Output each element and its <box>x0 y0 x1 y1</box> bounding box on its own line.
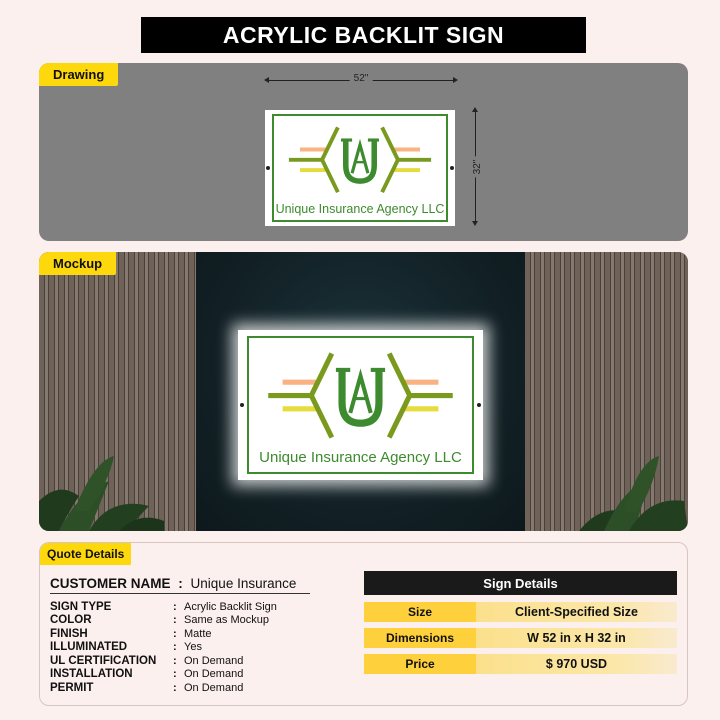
spec-key: ILLUMINATED <box>50 641 128 654</box>
spec-value: On Demand <box>184 654 244 667</box>
wood-slat-wall-right <box>525 252 688 531</box>
spec-row-permit: PERMIT : On Demand <box>50 681 277 695</box>
colon: : <box>173 614 177 627</box>
drawing-panel: Drawing 52" 32" Unique Insurance Agency … <box>39 63 688 241</box>
spec-row-ul-certification: UL CERTIFICATION : On Demand <box>50 654 277 668</box>
spec-key: PERMIT <box>50 681 94 694</box>
spec-row-installation: INSTALLATION : On Demand <box>50 668 277 682</box>
colon: : <box>173 641 177 654</box>
detail-key: Dimensions <box>364 628 476 648</box>
spec-list: SIGN TYPE : Acrylic Backlit Sign COLOR :… <box>50 600 277 695</box>
sign-border <box>247 336 474 474</box>
spec-value: Matte <box>184 627 212 640</box>
standoff-left-icon <box>240 403 244 407</box>
spec-value: On Demand <box>184 681 244 694</box>
width-label: 52" <box>349 73 373 84</box>
page-title: ACRYLIC BACKLIT SIGN <box>141 17 586 53</box>
sign-border <box>272 114 448 222</box>
detail-value: W 52 in x H 32 in <box>476 628 677 648</box>
drawing-sign: Unique Insurance Agency LLC <box>265 110 455 226</box>
colon: : <box>173 627 177 640</box>
spec-key: COLOR <box>50 614 92 627</box>
quote-details-panel: Quote Details CUSTOMER NAME : Unique Ins… <box>39 542 688 706</box>
plant-right-icon <box>579 456 688 531</box>
spec-value: On Demand <box>184 668 244 681</box>
spec-value: Acrylic Backlit Sign <box>184 600 277 613</box>
sign-detail-row-dimensions: Dimensions W 52 in x H 32 in <box>364 628 677 648</box>
customer-name-label: CUSTOMER NAME <box>50 576 171 591</box>
height-dimension: 32" <box>471 107 483 226</box>
spec-value: Same as Mockup <box>184 614 269 627</box>
mockup-tag: Mockup <box>39 252 117 275</box>
standoff-right-icon <box>477 403 481 407</box>
customer-name-value: Unique Insurance <box>190 576 297 591</box>
spec-row-sign-type: SIGN TYPE : Acrylic Backlit Sign <box>50 600 277 614</box>
colon: : <box>178 576 183 591</box>
standoff-right-icon <box>450 166 454 170</box>
colon: : <box>173 600 177 613</box>
sign-detail-row-size: Size Client-Specified Size <box>364 602 677 622</box>
detail-key: Price <box>364 654 476 674</box>
spec-key: SIGN TYPE <box>50 600 112 613</box>
sign-details-header: Sign Details <box>364 571 677 595</box>
spec-key: INSTALLATION <box>50 668 133 681</box>
standoff-left-icon <box>266 166 270 170</box>
plant-left-icon <box>39 456 164 531</box>
quote-details-tag: Quote Details <box>40 543 132 565</box>
customer-name-row: CUSTOMER NAME : Unique Insurance <box>50 576 310 594</box>
detail-value: Client-Specified Size <box>476 602 677 622</box>
colon: : <box>173 668 177 681</box>
height-label: 32" <box>471 156 483 177</box>
spec-key: UL CERTIFICATION <box>50 654 157 667</box>
detail-key: Size <box>364 602 476 622</box>
detail-value: $ 970 USD <box>476 654 677 674</box>
spec-value: Yes <box>184 641 202 654</box>
mockup-panel: Mockup Uniq <box>39 252 688 531</box>
wood-slat-wall-left <box>39 252 196 531</box>
spec-row-finish: FINISH : Matte <box>50 627 277 641</box>
width-dimension: 52" <box>264 73 458 84</box>
spec-row-illuminated: ILLUMINATED : Yes <box>50 641 277 655</box>
logo-icon <box>288 126 432 194</box>
spec-row-color: COLOR : Same as Mockup <box>50 614 277 628</box>
sign-business-name: Unique Insurance Agency LLC <box>275 202 445 216</box>
colon: : <box>173 654 177 667</box>
spec-key: FINISH <box>50 627 88 640</box>
mockup-sign: Unique Insurance Agency LLC <box>238 330 483 480</box>
colon: : <box>173 681 177 694</box>
sign-detail-row-price: Price $ 970 USD <box>364 654 677 674</box>
drawing-tag: Drawing <box>39 63 119 86</box>
sign-business-name: Unique Insurance Agency LLC <box>259 449 462 466</box>
logo-icon <box>268 352 453 439</box>
